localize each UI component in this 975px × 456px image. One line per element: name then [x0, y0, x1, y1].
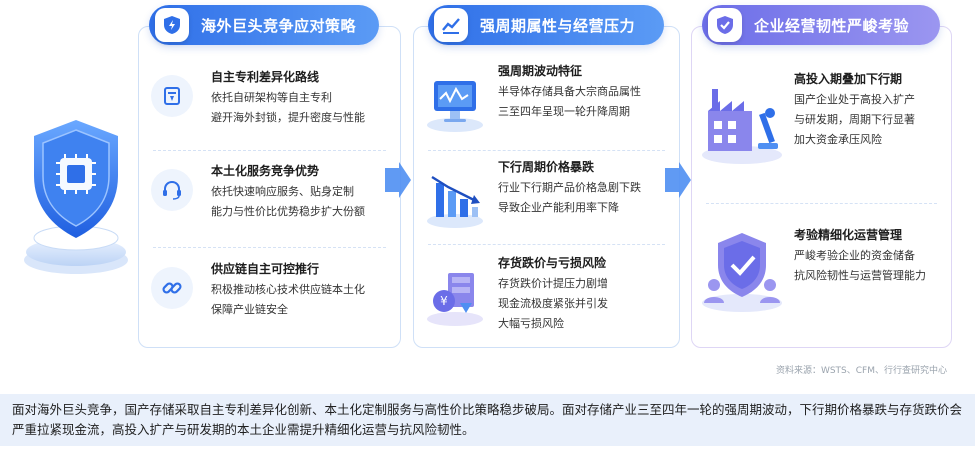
column-title: 海外巨头竞争应对策略 [201, 16, 357, 35]
item-title: 供应链自主可控推行 [211, 262, 320, 276]
list-item: 供应链自主可控推行 积极推动核心技术供应链本土化 保障产业链安全 [139, 261, 400, 331]
description-line: 半导体存储具备大宗商品属性 [498, 85, 641, 98]
column-title: 企业经营韧性严峻考验 [754, 16, 910, 35]
description-line: 严峻考验企业的资金储备 [794, 249, 915, 262]
headset-icon [151, 169, 193, 211]
inventory-coin-icon: ¥ [422, 263, 488, 329]
description-line: 大幅亏损风险 [498, 317, 564, 330]
list-item: 考验精细化运营管理 严峻考验企业的资金储备 抗风险韧性与运营管理能力 [692, 227, 951, 327]
description-line: 避开海外封锁，提升密度与性能 [211, 111, 365, 124]
item-title: 下行周期价格暴跌 [498, 160, 595, 174]
list-item: 强周期波动特征 半导体存储具备大宗商品属性 三至四年呈现一轮升降周期 [414, 63, 679, 143]
shield-team-icon [698, 225, 786, 315]
item-description: 国产企业处于高投入扩产 与研发期，周期下行显著 加大资金承压风险 [794, 90, 915, 150]
item-text: 下行周期价格暴跌 行业下行期产品价格急剧下跌 导致企业产能利用率下降 [498, 159, 641, 218]
falling-bars-icon [422, 165, 488, 231]
item-title: 自主专利差异化路线 [211, 70, 320, 84]
description-line: 依托自研架构等自主专利 [211, 91, 332, 104]
description-line: 三至四年呈现一轮升降周期 [498, 105, 630, 118]
description-line: 现金流极度紧张并引发 [498, 297, 608, 310]
hero-shield-illustration [18, 110, 136, 280]
item-description: 行业下行期产品价格急剧下跌 导致企业产能利用率下降 [498, 178, 641, 218]
data-source-note: 资料来源：WSTS、CFM、行行查研究中心 [775, 366, 947, 376]
chain-link-icon [151, 267, 193, 309]
item-description: 严峻考验企业的资金储备 抗风险韧性与运营管理能力 [794, 246, 926, 286]
flow-arrow-icon [385, 162, 411, 198]
description-line: 依托快速响应服务、贴身定制 [211, 185, 354, 198]
divider [706, 203, 937, 204]
item-text: 本土化服务竞争优势 依托快速响应服务、贴身定制 能力与性价比优势稳步扩大份额 [211, 163, 365, 222]
item-title: 存货跌价与亏损风险 [498, 256, 607, 270]
shield-chip-icon [24, 120, 128, 274]
item-text: 高投入期叠加下行期 国产企业处于高投入扩产 与研发期，周期下行显著 加大资金承压… [794, 71, 915, 150]
divider [428, 244, 665, 245]
shield-check-icon [708, 8, 742, 42]
list-item: 高投入期叠加下行期 国产企业处于高投入扩产 与研发期，周期下行显著 加大资金承压… [692, 71, 951, 181]
item-description: 存货跌价计提压力剧增 现金流极度紧张并引发 大幅亏损风险 [498, 274, 608, 334]
divider [153, 150, 386, 151]
column-header: 强周期属性与经营压力 [428, 5, 664, 45]
column-resilience-test: 企业经营韧性严峻考验 高投入期叠加下行期 国产企业处于高投入扩产 与研发期，周期… [691, 5, 952, 348]
column-header: 企业经营韧性严峻考验 [702, 5, 940, 45]
item-description: 半导体存储具备大宗商品属性 三至四年呈现一轮升降周期 [498, 82, 641, 122]
description-line: 能力与性价比优势稳步扩大份额 [211, 205, 365, 218]
item-text: 强周期波动特征 半导体存储具备大宗商品属性 三至四年呈现一轮升降周期 [498, 63, 641, 122]
item-title: 强周期波动特征 [498, 64, 583, 78]
description-line: 加大资金承压风险 [794, 133, 882, 146]
description-line: 积极推动核心技术供应链本土化 [211, 283, 365, 296]
description-line: 与研发期，周期下行显著 [794, 113, 915, 126]
item-title: 本土化服务竞争优势 [211, 164, 320, 178]
list-item: 本土化服务竞争优势 依托快速响应服务、贴身定制 能力与性价比优势稳步扩大份额 [139, 163, 400, 233]
item-description: 依托自研架构等自主专利 避开海外封锁，提升密度与性能 [211, 88, 365, 128]
patent-document-icon [151, 75, 193, 117]
flow-arrow-icon [665, 162, 691, 198]
svg-text:¥: ¥ [440, 294, 448, 308]
list-item: ¥ 存货跌价与亏损风险 存货跌价计提压力剧增 现金流极度紧张并引发 大幅亏损风险 [414, 255, 679, 345]
shield-bolt-icon [155, 8, 189, 42]
description-line: 国产企业处于高投入扩产 [794, 93, 915, 106]
item-title: 考验精细化运营管理 [794, 228, 903, 242]
item-title: 高投入期叠加下行期 [794, 72, 903, 86]
column-header: 海外巨头竞争应对策略 [149, 5, 379, 45]
list-item: 自主专利差异化路线 依托自研架构等自主专利 避开海外封锁，提升密度与性能 [139, 69, 400, 139]
item-text: 自主专利差异化路线 依托自研架构等自主专利 避开海外封锁，提升密度与性能 [211, 69, 365, 128]
description-line: 保障产业链安全 [211, 303, 288, 316]
divider [428, 150, 665, 151]
description-line: 存货跌价计提压力剧增 [498, 277, 608, 290]
column-competition-strategy: 海外巨头竞争应对策略 自主专利差异化路线 依托自研架构等自主专利 避开海外封锁，… [138, 5, 401, 348]
item-text: 存货跌价与亏损风险 存货跌价计提压力剧增 现金流极度紧张并引发 大幅亏损风险 [498, 255, 608, 334]
item-text: 考验精细化运营管理 严峻考验企业的资金储备 抗风险韧性与运营管理能力 [794, 227, 926, 286]
column-title: 强周期属性与经营压力 [480, 16, 636, 35]
description-line: 抗风险韧性与运营管理能力 [794, 269, 926, 282]
description-line: 导致企业产能利用率下降 [498, 201, 619, 214]
item-description: 积极推动核心技术供应链本土化 保障产业链安全 [211, 280, 365, 320]
factory-microscope-icon [698, 77, 786, 167]
summary-panel: 面对海外巨头竞争，国产存储采取自主专利差异化创新、本土化定制服务与高性价比策略稳… [0, 394, 975, 446]
item-description: 依托快速响应服务、贴身定制 能力与性价比优势稳步扩大份额 [211, 182, 365, 222]
description-line: 行业下行期产品价格急剧下跌 [498, 181, 641, 194]
divider [153, 247, 386, 248]
item-text: 供应链自主可控推行 积极推动核心技术供应链本土化 保障产业链安全 [211, 261, 365, 320]
column-cycle-pressure: 强周期属性与经营压力 强周期波动特征 半导体存储具备大宗商品属性 三至四年呈现一… [413, 5, 680, 348]
monitor-wave-icon [422, 69, 488, 135]
trend-chart-icon [434, 8, 468, 42]
list-item: 下行周期价格暴跌 行业下行期产品价格急剧下跌 导致企业产能利用率下降 [414, 159, 679, 239]
summary-text: 面对海外巨头竞争，国产存储采取自主专利差异化创新、本土化定制服务与高性价比策略稳… [12, 402, 963, 437]
